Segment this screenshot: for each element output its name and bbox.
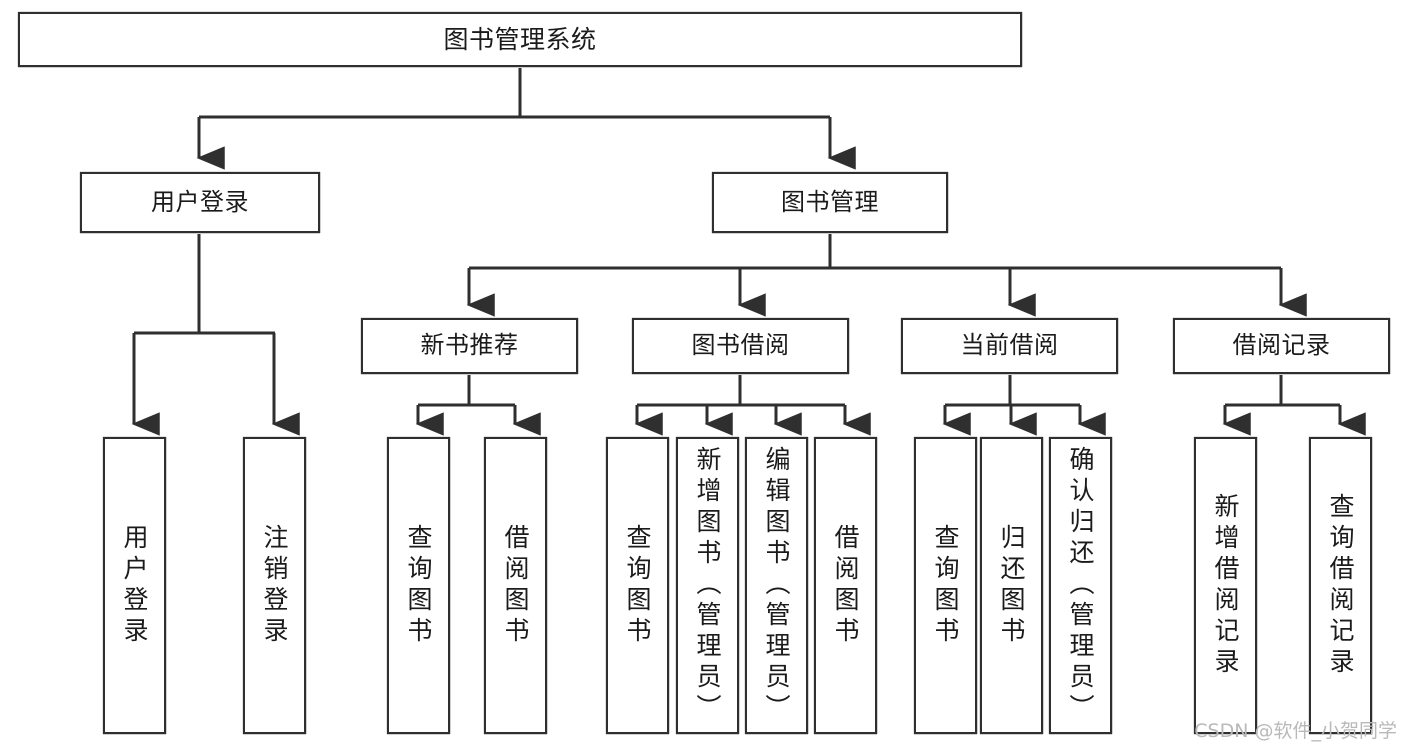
node-label: 借阅记录 (1232, 331, 1331, 360)
node-label: 查询图书 (623, 523, 652, 648)
node-label: 注销登录 (260, 523, 289, 648)
csdn-watermark: CSDN @软件_小贺同学 (1194, 720, 1397, 742)
leaf-new-book-query[interactable]: 查询图书 (387, 437, 450, 734)
node-label: 图书借阅 (691, 331, 790, 360)
node-label: 图书管理系统 (443, 25, 597, 54)
node-label: 当前借阅 (960, 331, 1059, 360)
leaf-new-book-borrow[interactable]: 借阅图书 (484, 437, 547, 734)
node-label: 确认归还（管理员） (1066, 446, 1095, 725)
node-borrow-records[interactable]: 借阅记录 (1173, 318, 1390, 374)
node-label: 图书管理 (781, 187, 879, 216)
leaf-current-borrow-confirm-return[interactable]: 确认归还（管理员） (1049, 437, 1112, 734)
node-label: 用户登录 (151, 187, 249, 216)
node-current-borrow[interactable]: 当前借阅 (901, 318, 1118, 374)
node-user-login[interactable]: 用户登录 (80, 172, 320, 233)
node-book-borrow[interactable]: 图书借阅 (632, 318, 849, 374)
leaf-borrow-record-query[interactable]: 查询借阅记录 (1309, 437, 1372, 734)
node-label: 用户登录 (120, 523, 149, 648)
node-label: 新增借阅记录 (1211, 492, 1240, 679)
leaf-current-borrow-query[interactable]: 查询图书 (914, 437, 977, 734)
leaf-current-borrow-return[interactable]: 归还图书 (980, 437, 1043, 734)
leaf-user-login-login[interactable]: 用户登录 (103, 437, 166, 734)
node-label: 查询图书 (404, 523, 433, 648)
node-label: 归还图书 (997, 523, 1026, 648)
node-label: 借阅图书 (831, 523, 860, 648)
node-root-book-management-system[interactable]: 图书管理系统 (18, 12, 1022, 67)
leaf-borrow-record-add[interactable]: 新增借阅记录 (1194, 437, 1257, 734)
leaf-book-borrow-borrow[interactable]: 借阅图书 (814, 437, 877, 734)
node-label: 新书推荐 (420, 331, 519, 360)
leaf-book-borrow-query[interactable]: 查询图书 (606, 437, 669, 734)
node-label: 查询借阅记录 (1326, 492, 1355, 679)
node-new-book-recommend[interactable]: 新书推荐 (361, 318, 578, 374)
node-label: 借阅图书 (501, 523, 530, 648)
node-label: 查询图书 (931, 523, 960, 648)
leaf-book-borrow-edit[interactable]: 编辑图书（管理员） (745, 437, 808, 734)
node-label: 编辑图书（管理员） (762, 446, 791, 725)
leaf-user-login-logout[interactable]: 注销登录 (243, 437, 306, 734)
node-book-management[interactable]: 图书管理 (712, 172, 948, 233)
node-label: 新增图书（管理员） (693, 446, 722, 725)
leaf-book-borrow-add[interactable]: 新增图书（管理员） (676, 437, 739, 734)
